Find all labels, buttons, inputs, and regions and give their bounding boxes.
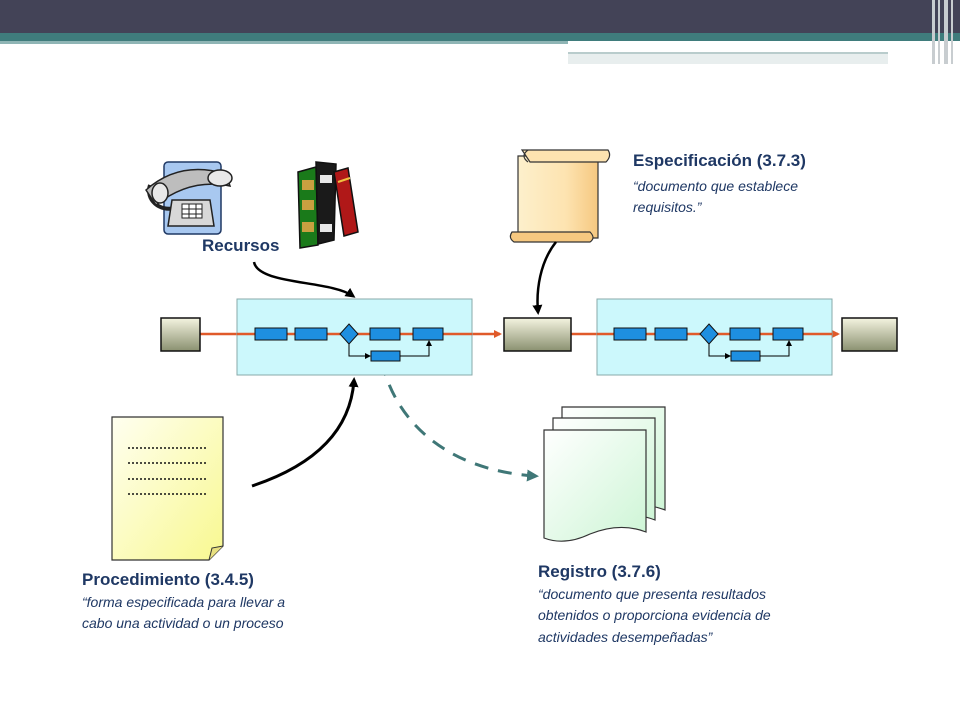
process-step (772, 327, 804, 341)
specification-definition-line1: “documento que establece (633, 178, 798, 194)
procedure-definition-line2: cabo una actividad o un proceso (82, 615, 284, 631)
stacked-pages-icon (543, 406, 666, 542)
process-step (654, 327, 688, 341)
record-definition-line2: obtenidos o proporciona evidencia de (538, 607, 771, 623)
output-box (841, 317, 898, 352)
document-icon (111, 416, 224, 561)
intermediate-box (503, 317, 572, 352)
specification-connector (532, 241, 557, 315)
process-box-2 (596, 298, 833, 376)
process-step (254, 327, 288, 341)
record-definition-line3: actividades desempeñadas” (538, 629, 714, 645)
header-bar (0, 0, 960, 64)
specification-title: Especificación (3.7.3) (633, 151, 806, 170)
process-step (369, 327, 401, 341)
telephone-icon (145, 161, 233, 235)
process-step (729, 327, 761, 341)
process-step (370, 350, 401, 362)
procedure-definition-line1: “forma especificada para llevar a (82, 594, 285, 610)
resources-connector (252, 261, 356, 298)
resources-label: Recursos (202, 236, 279, 255)
process-step (613, 327, 647, 341)
record-definition-line1: “documento que presenta resultados (538, 586, 766, 602)
procedure-title: Procedimiento (3.4.5) (82, 570, 254, 589)
record-dashed-connector (380, 361, 539, 482)
books-icon (297, 161, 359, 249)
procedure-connector (251, 377, 359, 488)
process-box-1 (236, 298, 473, 376)
record-title: Registro (3.7.6) (538, 562, 661, 581)
input-box (160, 317, 201, 352)
process-step (730, 350, 761, 362)
process-step (412, 327, 444, 341)
scroll-icon (509, 149, 611, 243)
process-step (294, 327, 328, 341)
specification-definition-line2: requisitos.” (633, 199, 703, 215)
